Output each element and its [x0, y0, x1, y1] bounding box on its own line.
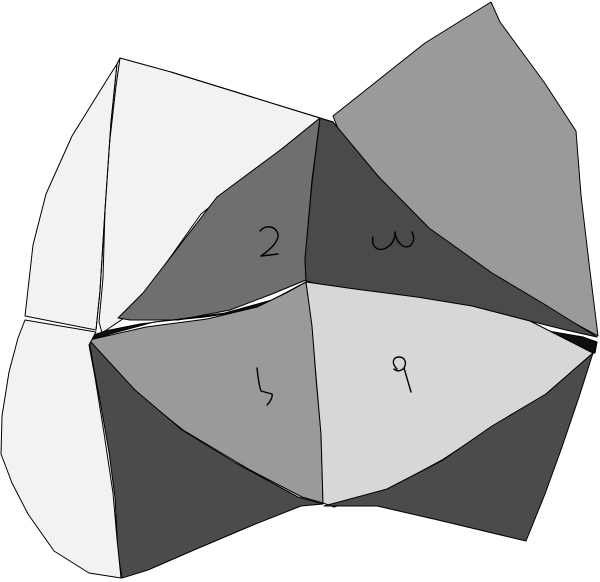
top-ridge-line: [170, 71, 334, 123]
upper-divider-line: [95, 57, 121, 331]
number-7-mark: 7: [255, 367, 277, 413]
bottom-left-dark-flap: [88, 339, 324, 579]
face-9-label: 9: [392, 361, 414, 401]
number-3-mark: 3: [371, 223, 415, 263]
face-3-label: 3: [372, 223, 394, 263]
face-2-label: 2: [258, 225, 280, 265]
left-lower-white-flap: [0, 319, 122, 579]
face-3: [304, 117, 598, 338]
bottom-right-dark-flap: [323, 352, 594, 542]
number-2-mark: 2: [258, 225, 280, 265]
number-9-mark: 9: [392, 356, 414, 401]
face-7-label: 7: [255, 373, 277, 413]
